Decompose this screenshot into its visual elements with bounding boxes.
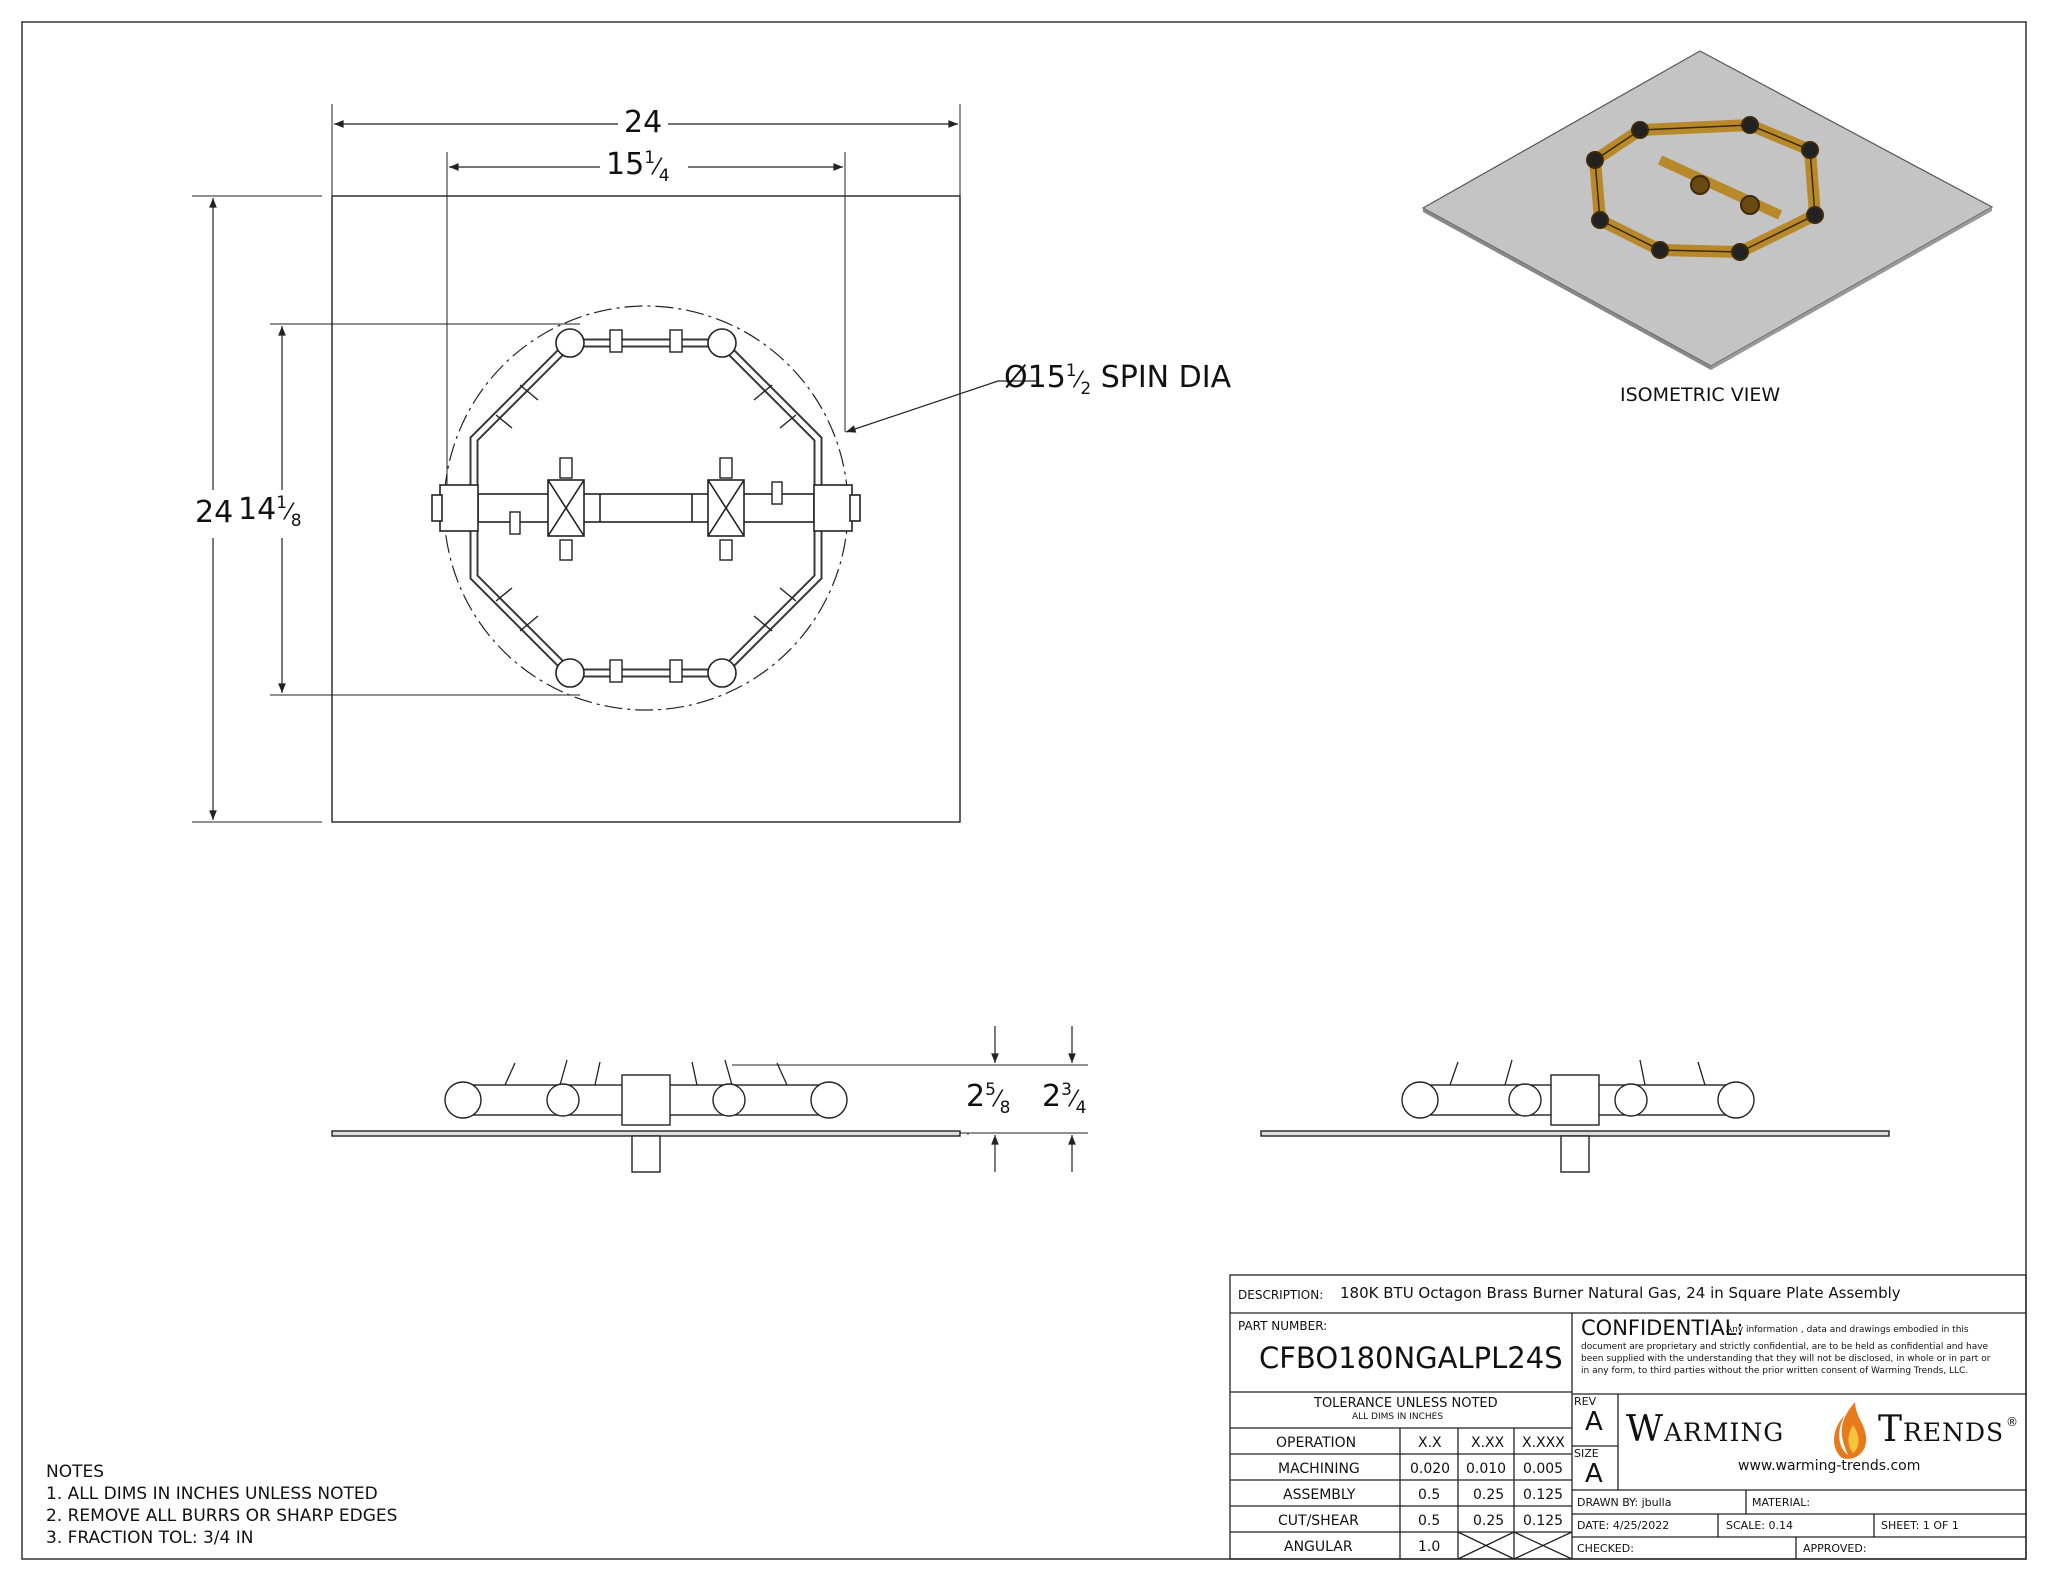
size-label: SIZE: [1574, 1447, 1599, 1460]
dim-width-15-1-4: 151⁄4: [606, 147, 670, 186]
tolerance-title: TOLERANCE UNLESS NOTED: [1314, 1396, 1498, 1411]
spin-dia-num: 1: [1065, 361, 1077, 381]
octagon-burner-ring: [431, 328, 861, 688]
rev-value: A: [1585, 1407, 1603, 1437]
material-label: MATERIAL:: [1752, 1496, 1811, 1509]
brand-trends: Trends: [1878, 1409, 2005, 1450]
drawn-by: DRAWN BY: jbulla: [1577, 1496, 1672, 1509]
tol-header-xxx: X.XX: [1471, 1435, 1505, 1451]
spin-dia-prefix: Ø15: [1004, 360, 1066, 395]
side-view-front: [331, 1026, 1088, 1173]
tol-header-xx: X.X: [1418, 1435, 1442, 1451]
title-block-frame: [1229, 1274, 2027, 1560]
top-view: [192, 104, 1036, 823]
confidential-title: CONFIDENTIAL:: [1581, 1316, 1744, 1340]
tol-row-value: 0.125: [1523, 1513, 1564, 1529]
rev-label: REV: [1574, 1395, 1597, 1408]
tol-row-value: 0.25: [1473, 1513, 1505, 1529]
note-2: 2. REMOVE ALL BURRS OR SHARP EDGES: [46, 1506, 398, 1526]
dim-num: 3: [1061, 1080, 1072, 1100]
date: DATE: 4/25/2022: [1577, 1519, 1670, 1532]
dim-2-5-8: 25⁄8: [966, 1079, 1011, 1118]
dim-2-3-4: 23⁄4: [1042, 1079, 1087, 1118]
dim-whole: 2: [1042, 1079, 1062, 1114]
tol-row-value: 0.25: [1473, 1487, 1505, 1503]
iso-plate: [1421, 50, 1994, 367]
size-value: A: [1585, 1459, 1603, 1489]
dim-den: 8: [999, 1098, 1011, 1118]
dim-width-24: 24: [624, 105, 663, 140]
brand-warming: Warming: [1626, 1409, 1785, 1450]
tol-header-operation: OPERATION: [1276, 1435, 1357, 1451]
isometric-view: [1421, 50, 1994, 370]
confidential-line-3: been supplied with the understanding tha…: [1581, 1354, 1991, 1364]
website-link[interactable]: www.warming-trends.com: [1738, 1458, 1921, 1474]
tol-row-value: 0.5: [1418, 1513, 1441, 1529]
description-label: DESCRIPTION:: [1238, 1288, 1324, 1302]
tol-row-value: 0.005: [1523, 1461, 1564, 1477]
side-plate: [331, 1130, 961, 1137]
note-1: 1. ALL DIMS IN INCHES UNLESS NOTED: [46, 1484, 378, 1504]
spin-dia-callout: Ø151⁄2 SPIN DIA: [1004, 360, 1232, 399]
tol-row-value: 0.020: [1410, 1461, 1451, 1477]
tol-row-value: 1.0: [1418, 1539, 1441, 1555]
dim-whole: 15: [606, 147, 645, 182]
spin-dia-suffix: SPIN DIA: [1100, 360, 1232, 395]
confidential-line-4: in any form, to third parties without th…: [1581, 1366, 1969, 1376]
tol-header-xxxx: X.XXX: [1522, 1435, 1565, 1451]
tol-row-value: 0.125: [1523, 1487, 1564, 1503]
dim-height-24: 24: [195, 495, 234, 530]
isometric-view-label: ISOMETRIC VIEW: [1620, 384, 1781, 406]
dim-whole: 2: [966, 1079, 986, 1114]
confidential-line-2: document are proprietary and strictly co…: [1581, 1342, 1989, 1352]
notes-title: NOTES: [46, 1462, 105, 1482]
tol-row-value: 0.5: [1418, 1487, 1441, 1503]
tol-row-label: ANGULAR: [1284, 1539, 1353, 1555]
sheet-border: [21, 21, 2027, 1560]
side-view-right: [1260, 1059, 1890, 1173]
part-number-label: PART NUMBER:: [1238, 1319, 1328, 1333]
dim-num: 1: [276, 493, 288, 513]
iso-burner: [1586, 116, 1824, 261]
tol-row-label: CUT/SHEAR: [1278, 1513, 1359, 1529]
confidential-line-1: Any information , data and drawings embo…: [1726, 1325, 1969, 1335]
part-number-value: CFBO180NGALPL24S: [1259, 1341, 1563, 1375]
tolerance-subtitle: ALL DIMS IN INCHES: [1352, 1412, 1444, 1422]
square-plate-outline: [331, 195, 961, 823]
sheet: SHEET: 1 OF 1: [1881, 1519, 1959, 1532]
tol-row-label: ASSEMBLY: [1283, 1487, 1356, 1503]
scale: SCALE: 0.14: [1726, 1519, 1793, 1532]
dim-den: 4: [1075, 1098, 1087, 1118]
tol-row-value: 0.010: [1466, 1461, 1507, 1477]
tol-row-label: MACHINING: [1278, 1461, 1360, 1477]
dim-den: 4: [658, 166, 670, 186]
checked: CHECKED:: [1577, 1542, 1634, 1555]
brand-registered: ®: [2006, 1415, 2018, 1429]
spin-dia-den: 2: [1080, 379, 1092, 399]
dim-den: 8: [290, 511, 302, 531]
note-3: 3. FRACTION TOL: 3/4 IN: [46, 1528, 254, 1548]
dim-num: 1: [644, 148, 656, 168]
flame-logo-icon: [1834, 1402, 1867, 1459]
description-value: 180K BTU Octagon Brass Burner Natural Ga…: [1340, 1284, 1901, 1302]
dim-height-14-1-8: 141⁄8: [238, 492, 302, 531]
approved: APPROVED:: [1803, 1542, 1867, 1555]
dim-whole: 14: [238, 492, 277, 527]
dim-num: 5: [985, 1080, 996, 1100]
